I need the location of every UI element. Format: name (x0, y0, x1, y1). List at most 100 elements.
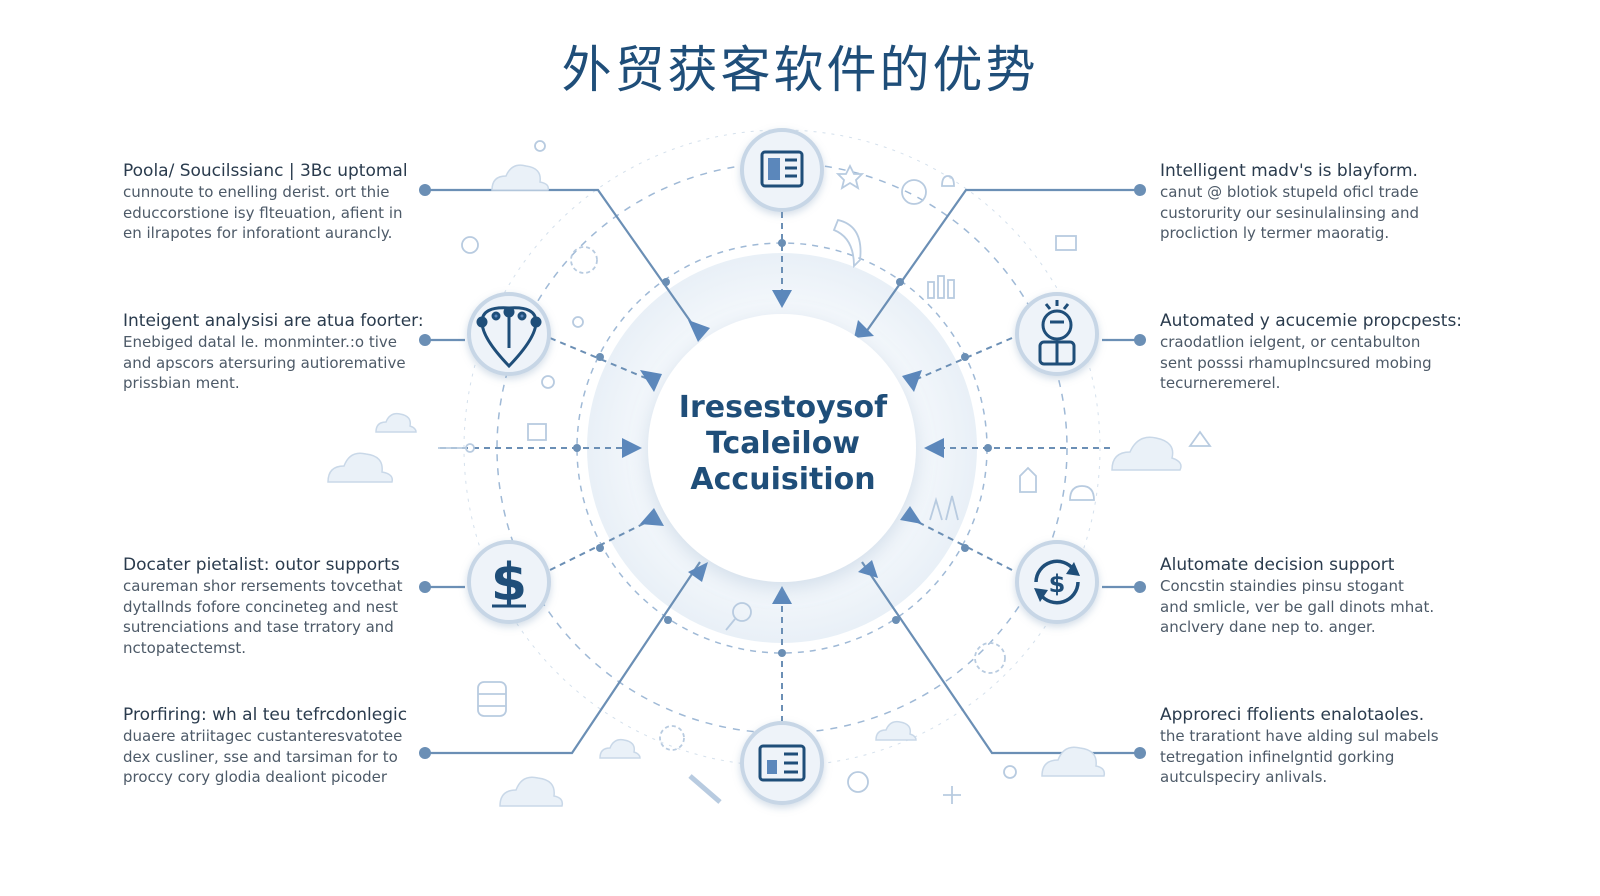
block-heading: Inteigent analysisi are atua foorter: (123, 311, 424, 331)
block-line: sent posssi rhamuplncsured mobing (1160, 353, 1432, 372)
cloud-icon (499, 776, 564, 807)
bulb-icon (541, 375, 555, 389)
block-line: and apscors atersuring autioremative (123, 353, 406, 372)
document-icon (760, 150, 804, 188)
block-line: the trarationt have alding sul mabels (1160, 727, 1439, 745)
pencil-icon (688, 774, 722, 804)
right-block-3: Alutomate decision support Concstin stai… (1160, 554, 1450, 638)
left-block-3: Docater pietalist: outor supports caurem… (123, 554, 413, 658)
globe-icon (534, 140, 546, 152)
users-icon (1069, 485, 1095, 501)
gear-icon (659, 725, 685, 751)
report-icon (758, 744, 806, 782)
arrow-heads (622, 290, 944, 604)
globe-icon (847, 771, 869, 793)
tower-icon (929, 495, 959, 521)
search-icon (732, 602, 752, 622)
block-line: anclvery dane nep to. anger. (1160, 618, 1376, 636)
network-brain-icon (476, 306, 542, 369)
building-icon (1019, 466, 1037, 493)
left-block-2: Inteigent analysisi are atua foorter: En… (123, 310, 424, 394)
block-line: caureman shor rersements tovcethat (123, 577, 403, 595)
block-line: procliction ly termer maoratig. (1160, 224, 1390, 242)
block-line: duaere atriitagec custanteresvatotee (123, 727, 403, 745)
block-line: Concstin staindies pinsu stogant (1160, 577, 1404, 595)
block-line: tecurneremerel. (1160, 374, 1281, 392)
block-line: proccy cory glodia dealiont picoder (123, 768, 388, 786)
block-line: craodatlion ielgent, or centabulton (1160, 333, 1421, 351)
center-line-1: Iresestoysof (678, 390, 888, 425)
center-line-3: Accuisition (690, 462, 876, 497)
block-heading: Docater pietalist: outor supports (123, 555, 400, 575)
block-line: sutrenciations and tase trratory and (123, 618, 394, 636)
cloud-icon (1041, 746, 1106, 777)
star-icon (835, 163, 865, 190)
globe-icon (572, 316, 584, 328)
tent-icon (1188, 430, 1212, 447)
phone-icon (832, 218, 862, 269)
spoke-dots (573, 239, 992, 657)
block-heading: Prorfiring: wh al teu tefrcdonlegic (123, 705, 408, 725)
left-block-4: Prorfiring: wh al teu tefrcdonlegic duae… (123, 704, 413, 788)
globe-icon (461, 236, 479, 254)
cloud-icon (375, 412, 417, 433)
right-block-1: Intelligent madv's is blayform. canut @ … (1160, 160, 1450, 244)
database-icon (477, 681, 507, 717)
block-heading: Automated y acucemie propcpests: (1160, 311, 1463, 331)
node-lower-left[interactable] (467, 540, 551, 624)
dollar-icon: $ (491, 553, 527, 613)
connector-dots (419, 184, 1146, 759)
block-line: autculspeciry anlivals. (1160, 768, 1328, 786)
decorative-clouds (327, 164, 1182, 807)
left-block-1: Poola/ Soucilssianc | 3Bc uptomal cunnou… (123, 160, 413, 244)
decision-cycle-icon: $ (1034, 559, 1080, 605)
block-heading: Approreci ffolients enalotaoles. (1160, 705, 1425, 725)
block-line: tetregation infinelgntid gorking (1160, 747, 1395, 766)
connector-left-4 (425, 561, 701, 755)
cloud-icon (327, 452, 394, 483)
cloud-icon (1111, 436, 1182, 471)
robot-icon (1038, 300, 1076, 366)
right-block-2: Automated y acucemie propcpests: craodat… (1160, 310, 1463, 394)
center-circle (648, 314, 916, 582)
gear-icon (974, 642, 1006, 674)
page-title: 外贸获客软件的优势 (561, 41, 1039, 99)
svg-text:$: $ (1049, 570, 1066, 598)
decorative-icons (438, 140, 1212, 804)
node-upper-right[interactable] (1015, 292, 1099, 376)
hook-icon (1003, 765, 1017, 779)
block-line: prissbian ment. (123, 374, 240, 392)
block-heading: Intelligent madv's is blayform. (1160, 161, 1418, 181)
block-heading: Alutomate decision support (1160, 555, 1395, 575)
cloud-icon (491, 164, 550, 191)
outer-faint-ring (463, 129, 1101, 767)
card-icon (1055, 235, 1077, 251)
gear-icon (570, 246, 598, 274)
block-line: dytallnds fofore concineteg and nest (123, 597, 399, 616)
chart-icon (927, 281, 935, 299)
right-block-4: Approreci ffolients enalotaoles. the tra… (1160, 704, 1450, 788)
cloud-icon (599, 738, 641, 759)
globe-icon (901, 179, 927, 205)
block-line: Enebiged datal le. monminter.:o tive (123, 333, 397, 351)
cloud-icon (875, 720, 917, 741)
flag-icon (527, 423, 547, 441)
node-lower-right[interactable] (1015, 540, 1099, 624)
block-line: canut @ blotiok stupeld oficl trade (1160, 183, 1419, 201)
outer-ring (496, 162, 1068, 734)
block-line: custorurity our sesinulalinsing and (1160, 203, 1420, 222)
block-line: educcorstione isy flteuation, afient in (123, 203, 403, 222)
node-bottom[interactable] (740, 721, 824, 805)
center-title: Iresestoysof Tcaleilow Accuisition (652, 390, 914, 498)
user-icon (941, 175, 955, 187)
center-line-2: Tcaleilow (705, 426, 861, 461)
block-line: dex cusliner, sse and tarsiman for to (123, 747, 398, 766)
block-line: cunnoute to enelling derist. ort thie (123, 183, 390, 201)
block-heading: Poola/ Soucilssianc | 3Bc uptomal (123, 161, 408, 181)
block-line: en ilrapotes for inforationt aurancly. (123, 224, 393, 242)
node-top[interactable] (740, 128, 824, 212)
block-line: and smlicle, ver be gall dinots mhat. (1160, 597, 1435, 616)
connector-left-1 (425, 188, 701, 336)
block-line: nctopatectemst. (123, 638, 247, 657)
